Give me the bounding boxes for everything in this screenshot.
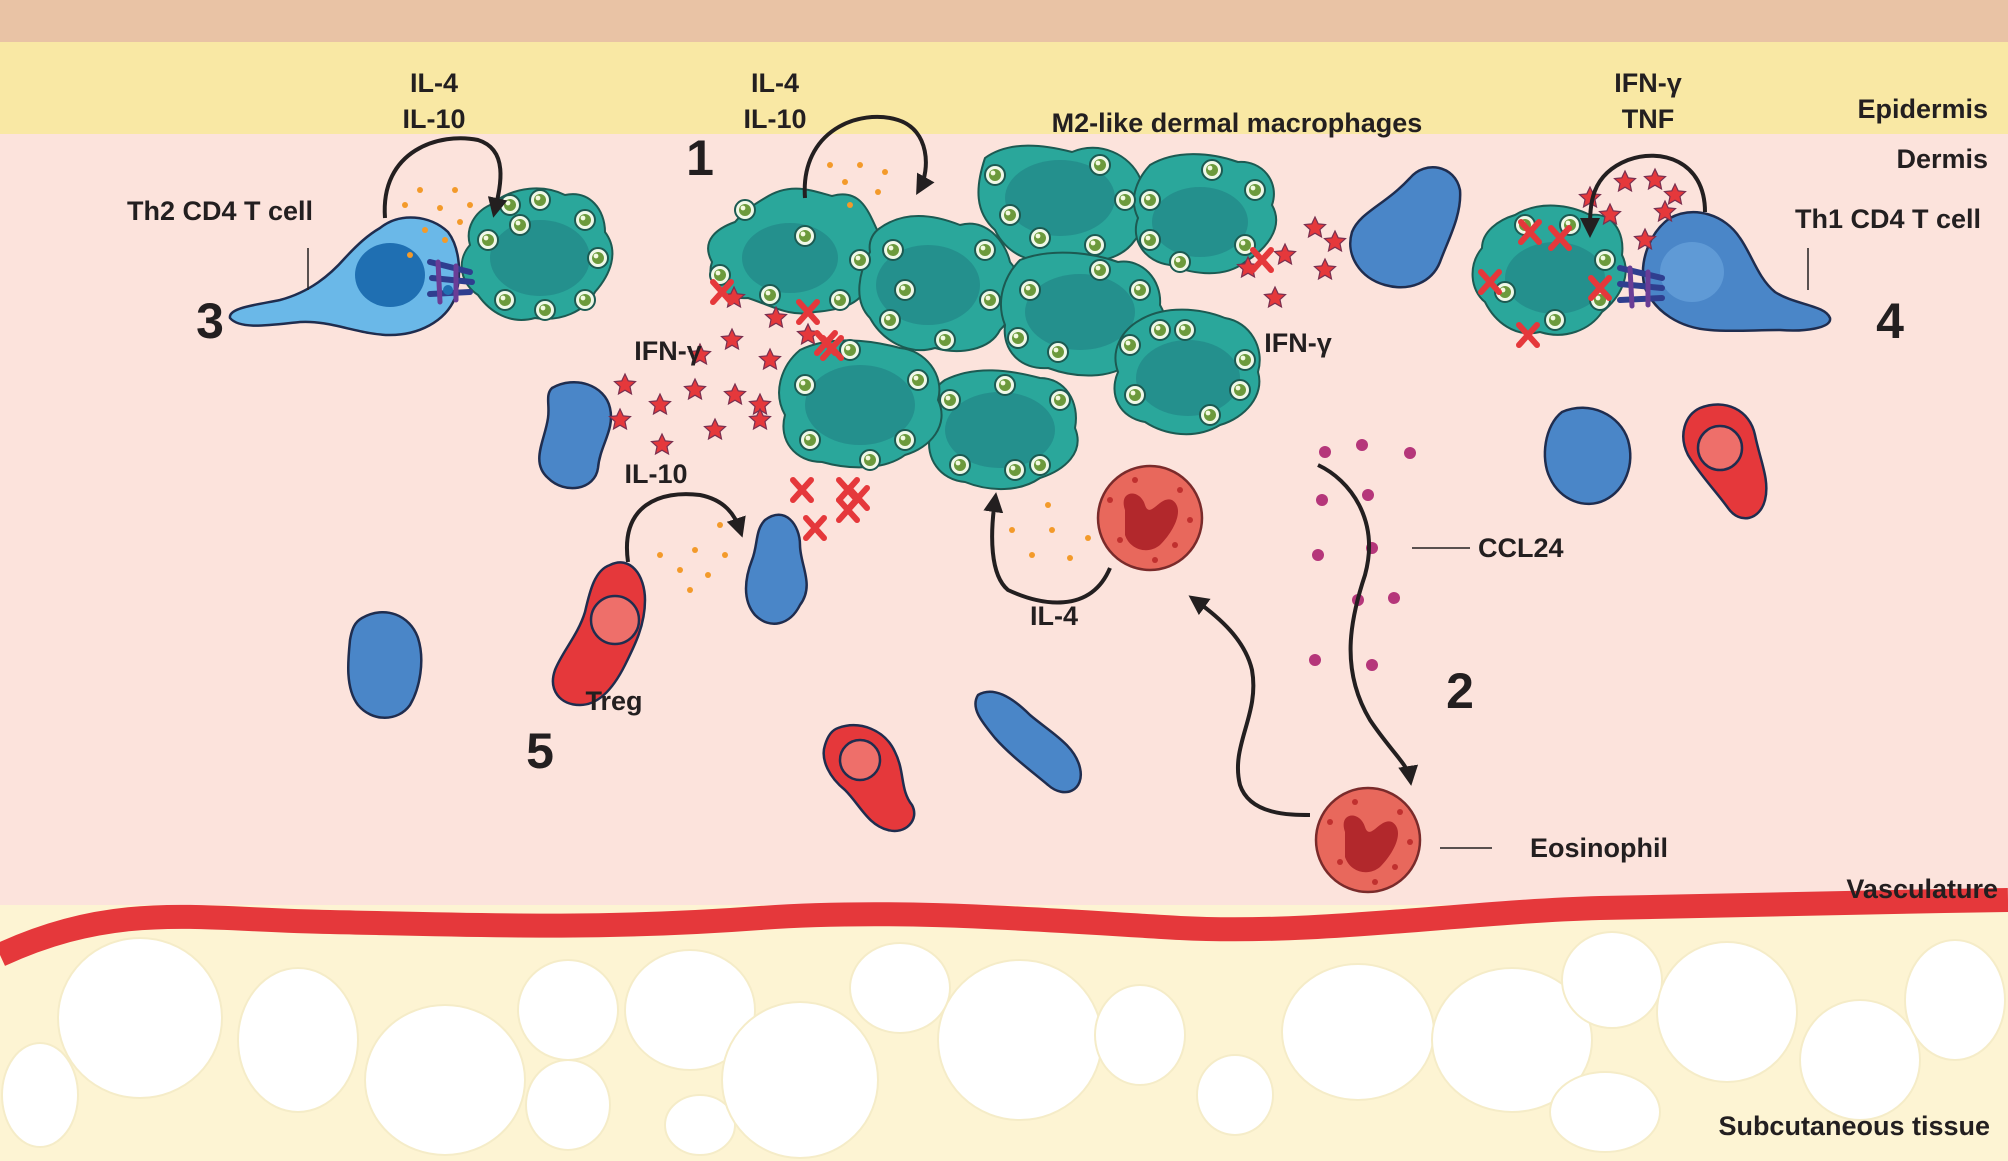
th1-cell-label: Th1 CD4 T cell (1795, 204, 1981, 234)
mechanism-4-number: 4 (1876, 293, 1904, 349)
th2-il10-label: IL-10 (402, 104, 465, 134)
th2-receptor-complex (427, 259, 475, 305)
th2-cytokine-arrow (382, 136, 508, 219)
macrophage-nucleus (805, 365, 915, 445)
macrophage-nucleus (1152, 187, 1248, 257)
macrophage-nucleus (1025, 274, 1135, 350)
eosinophil-il4-arrow (983, 492, 1112, 605)
th1-tnf-label: TNF (1622, 104, 1674, 134)
red-cell-nucleus (838, 738, 882, 782)
th2-cell-label: Th2 CD4 T cell (127, 196, 313, 226)
vasculature-label: Vasculature (1846, 874, 1998, 904)
t-cell (538, 380, 613, 490)
mechanism-2-number: 2 (1446, 663, 1474, 719)
macrophage-nucleus (1505, 242, 1605, 314)
t-cell (974, 690, 1083, 794)
eosinophil-label: Eosinophil (1530, 833, 1668, 863)
mechanism-5-number: 5 (526, 723, 554, 779)
t-cell (744, 513, 808, 625)
eosinophil-migration-arrow (1188, 595, 1311, 817)
macrophage-nucleus (1136, 340, 1240, 416)
mechanism-3-number: 3 (196, 293, 224, 349)
macrophage-il4-label: IL-4 (751, 68, 799, 98)
macrophages-label: M2-like dermal macrophages (1052, 108, 1423, 138)
macrophage-nucleus (742, 223, 838, 293)
leader-lines (307, 248, 1809, 849)
macrophage-nucleus (490, 220, 590, 296)
flow-arrows (382, 114, 1707, 817)
epidermis-label: Epidermis (1857, 94, 1988, 124)
dermis-label: Dermis (1896, 144, 1988, 174)
eosinophil-il4-label: IL-4 (1030, 601, 1078, 631)
treg-il10-label: IL-10 (624, 459, 687, 489)
t-cell (346, 611, 423, 719)
t-cell (1349, 166, 1462, 289)
th1-cytokine-arrow (1580, 153, 1707, 238)
t-cell (1543, 406, 1632, 506)
epidermis-layer (0, 42, 2008, 134)
mechanism-1-number: 1 (686, 130, 714, 186)
treg-nucleus (589, 594, 641, 646)
treg-cytokine-arrow (624, 492, 746, 563)
red-cell-nucleus (1696, 424, 1744, 472)
ifng-left-label: IFN-γ (634, 336, 702, 366)
red-cells (551, 403, 1768, 833)
outer-skin-band (0, 0, 2008, 42)
macrophage-nucleus (1005, 160, 1115, 236)
th1-receptor-complex (1617, 265, 1665, 309)
eosinophil-tissue (1096, 464, 1204, 572)
macrophage-nucleus (945, 392, 1055, 468)
th2-il4-label: IL-4 (410, 68, 458, 98)
free-t-cells (346, 166, 1632, 794)
th2-nucleus (355, 243, 425, 307)
th1-nucleus (1660, 242, 1724, 302)
fat-cells (1, 931, 2006, 1159)
th1-ifng-label: IFN-γ (1614, 68, 1682, 98)
ifng-right-label: IFN-γ (1264, 328, 1332, 358)
subcutaneous-label: Subcutaneous tissue (1718, 1111, 1990, 1141)
eosinophil-vessel (1314, 786, 1422, 894)
macrophage-il10-label: IL-10 (743, 104, 806, 134)
ccl24-gradient-arrow (1317, 463, 1419, 786)
ccl24-label: CCL24 (1478, 533, 1564, 563)
macrophage-cytokine-arrow (802, 114, 935, 199)
blood-vessel (0, 888, 2008, 966)
il-cytokine-dots (402, 162, 1091, 593)
macrophage-nucleus (876, 245, 980, 325)
treg-label: Treg (585, 686, 642, 716)
